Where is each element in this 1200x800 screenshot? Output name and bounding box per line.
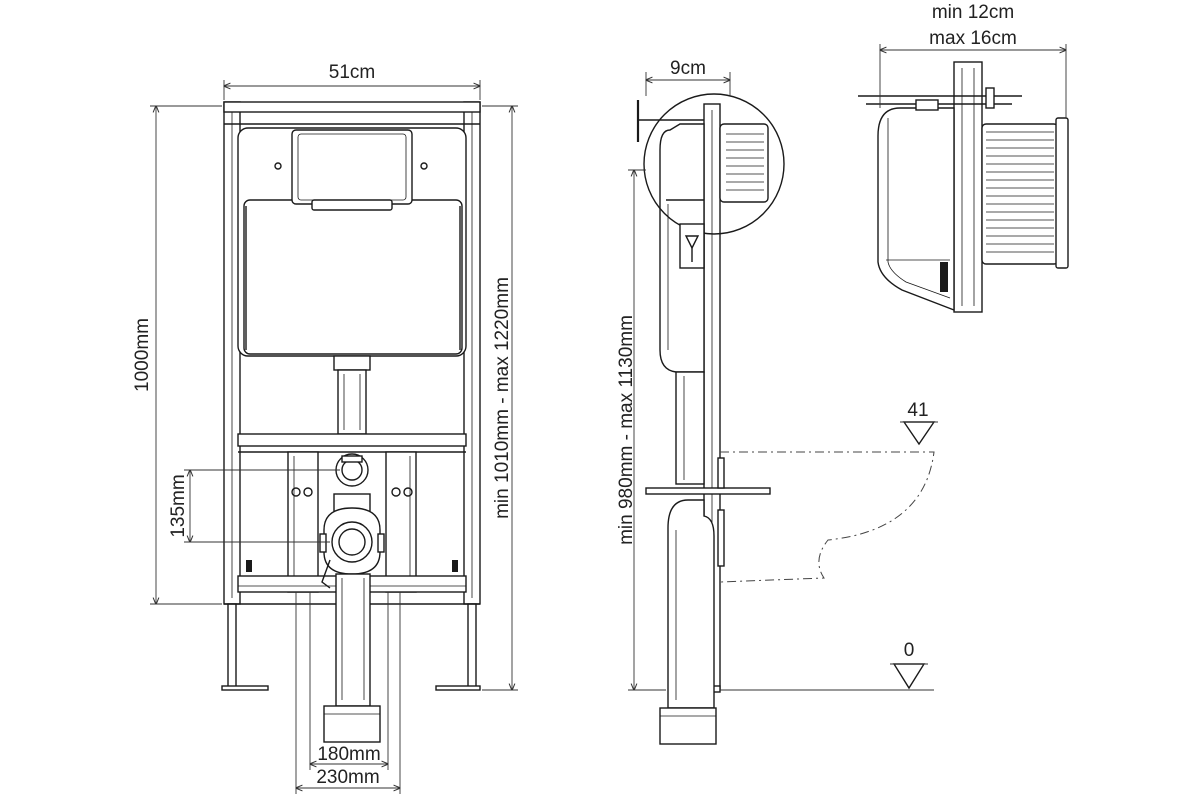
front-adjust-label: min 1010mm - max 1220mm	[492, 277, 513, 519]
front-inner-label: 180mm	[317, 744, 380, 765]
front-width-label: 51cm	[329, 62, 375, 83]
detail-max-label: max 16cm	[929, 28, 1017, 49]
detail-view: min 12cm max 16cm	[858, 2, 1069, 313]
side-level-top: 41	[907, 400, 928, 421]
detail-min-label: min 12cm	[932, 2, 1014, 23]
side-level-zero: 0	[904, 640, 915, 661]
front-height-label: 1000mm	[132, 318, 153, 392]
side-height-label: min 980mm - max 1130mm	[616, 315, 637, 545]
front-outer-label: 230mm	[316, 767, 379, 788]
front-view: 51cm 1000mm min 1010mm - max 1220mm 135m…	[132, 62, 518, 794]
front-spacing-label: 135mm	[168, 474, 189, 537]
side-view: 41 0 9cm min 980mm - max 1130mm	[616, 58, 938, 745]
side-depth-label: 9cm	[670, 58, 706, 79]
